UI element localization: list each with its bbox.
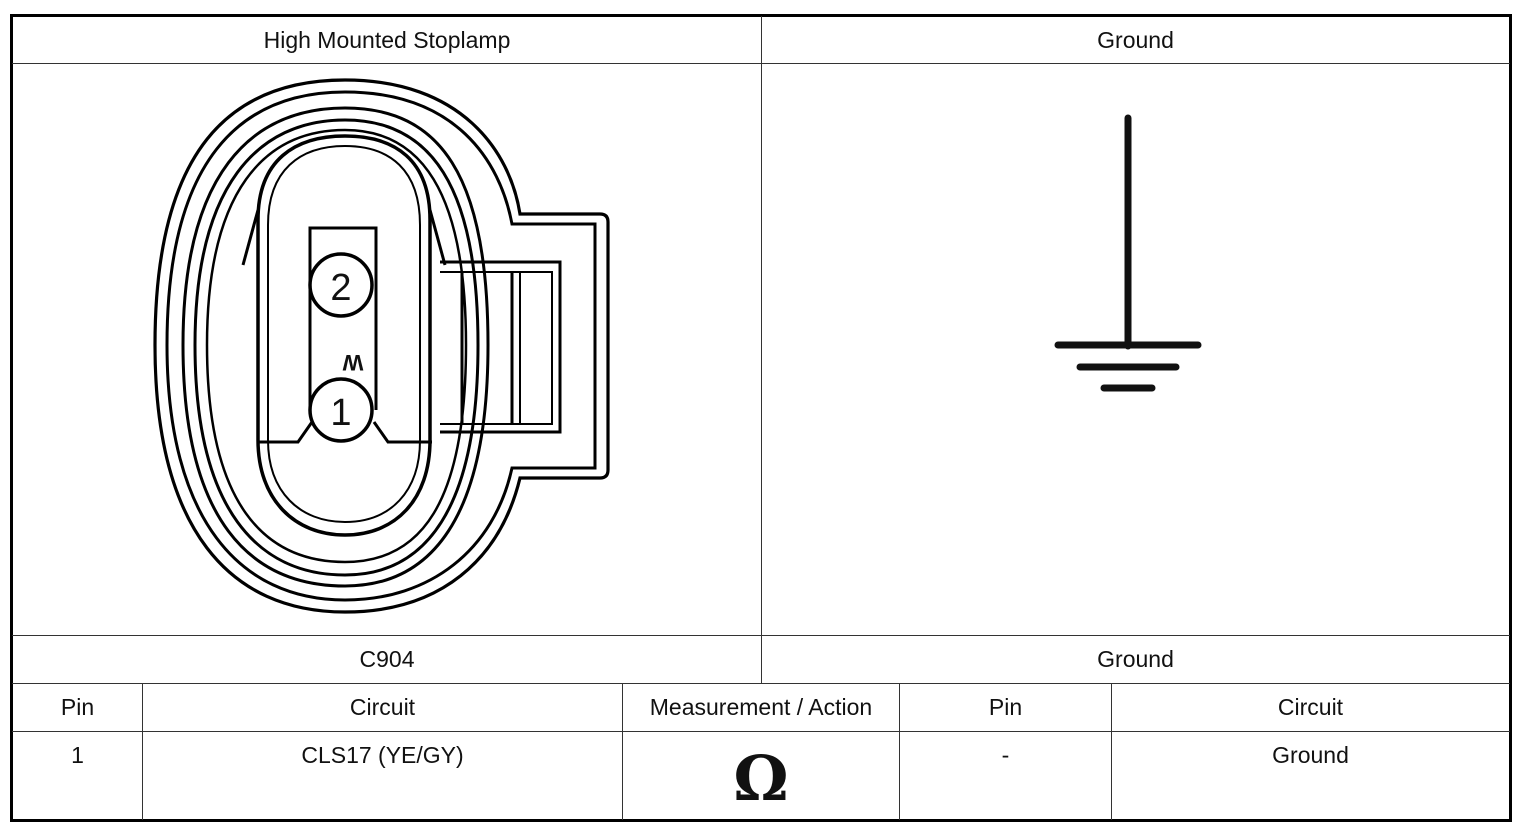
cell-pin-b: - [1001, 742, 1010, 768]
ground-symbol-icon [1054, 114, 1202, 392]
divider-center [761, 16, 762, 684]
col-header-circuit-a: Circuit [349, 694, 416, 720]
ground-label: Ground [1097, 646, 1174, 672]
cell-circuit-a: CLS17 (YE/GY) [301, 742, 464, 768]
diagram-frame [10, 14, 1512, 822]
connector-face-diagram: 2 1 W [153, 78, 610, 614]
cell-circuit-b: Ground [1272, 742, 1349, 768]
divider-col-3 [899, 684, 900, 820]
col-header-measurement: Measurement / Action [649, 694, 873, 720]
pin-1-label: 1 [330, 392, 351, 434]
cell-pin-a: 1 [71, 742, 84, 768]
connector-marking: W [342, 350, 363, 375]
header-right-title: Ground [1097, 26, 1174, 53]
header-left-title: High Mounted Stoplamp [263, 26, 511, 53]
col-header-circuit-b: Circuit [1277, 694, 1344, 720]
ohm-icon: Ω [733, 741, 789, 815]
connector-id-label: C904 [359, 646, 415, 672]
divider-col-4 [1111, 684, 1112, 820]
col-header-pin-b: Pin [988, 694, 1023, 720]
pin-2-label: 2 [330, 267, 351, 309]
divider-table-header [12, 731, 1510, 732]
col-header-pin-a: Pin [60, 694, 95, 720]
divider-col-1 [142, 684, 143, 820]
divider-col-2 [622, 684, 623, 820]
